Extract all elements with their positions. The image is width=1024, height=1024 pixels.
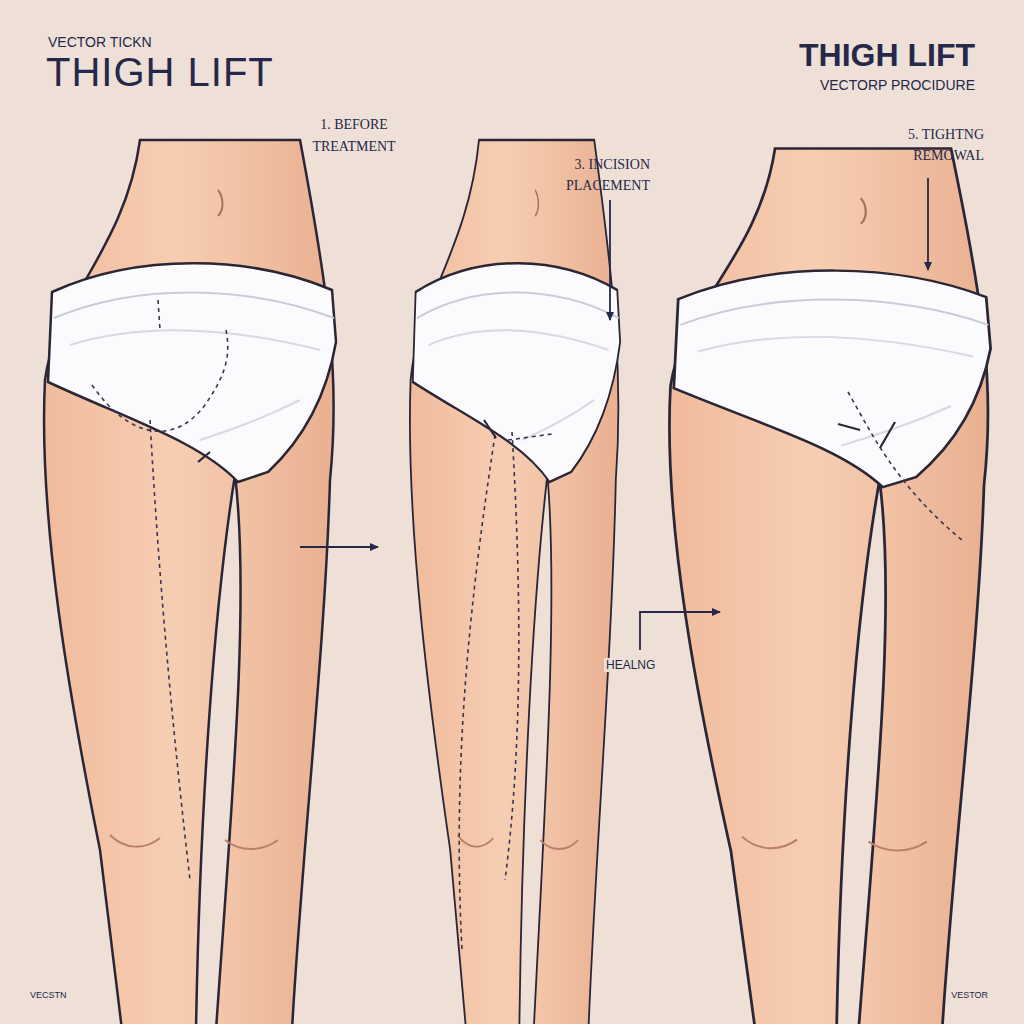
- watermark: VESTOR: [951, 990, 988, 1001]
- figure-removal: [669, 149, 990, 1024]
- step-label: 3. INCISION PLACEMENT: [520, 154, 650, 196]
- subtitle: VECTOR TICKN: [48, 34, 152, 51]
- side-title: THIGH LIFT: [799, 36, 975, 74]
- incision-strokes: [198, 420, 895, 462]
- step-label: 5. TIGHTNG REMOWAL: [866, 124, 984, 166]
- step-label: 1. BEFORE TREATMENT: [290, 114, 418, 159]
- side-subtitle: VECTORP PROCIDURE: [820, 77, 975, 94]
- main-title: THIGH LIFT: [46, 50, 274, 94]
- incision-marks: [92, 300, 962, 950]
- watermark: VECSTN: [30, 990, 67, 1001]
- figure-before: [44, 140, 336, 1024]
- step-arrows: [300, 178, 928, 650]
- stage-label: HEALNG: [604, 658, 657, 672]
- figure-incision: [410, 140, 620, 1024]
